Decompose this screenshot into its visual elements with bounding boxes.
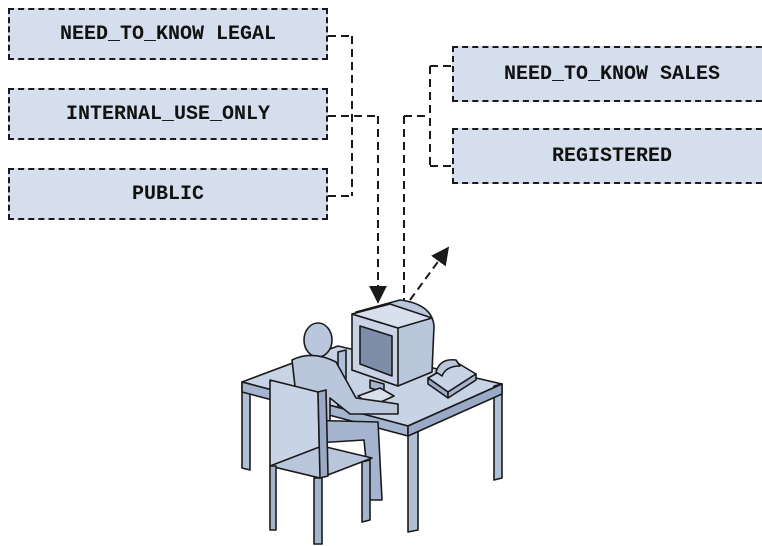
- computer-monitor-icon: [351, 299, 435, 393]
- chair-icon: [269, 379, 373, 545]
- outgoing-arrow: [409, 246, 450, 301]
- telephone-icon: [427, 358, 477, 399]
- label-need-to-know-sales: NEED_TO_KNOW SALES: [452, 46, 762, 102]
- label-need-to-know-legal: NEED_TO_KNOW LEGAL: [8, 8, 328, 60]
- label-public: PUBLIC: [8, 168, 328, 220]
- user-workstation-icon: [241, 299, 503, 545]
- label-internal-use-only: INTERNAL_USE_ONLY: [8, 88, 328, 140]
- left-bracket-connector: [328, 35, 378, 197]
- label-registered: REGISTERED: [452, 128, 762, 184]
- right-bracket-connector: [403, 65, 452, 302]
